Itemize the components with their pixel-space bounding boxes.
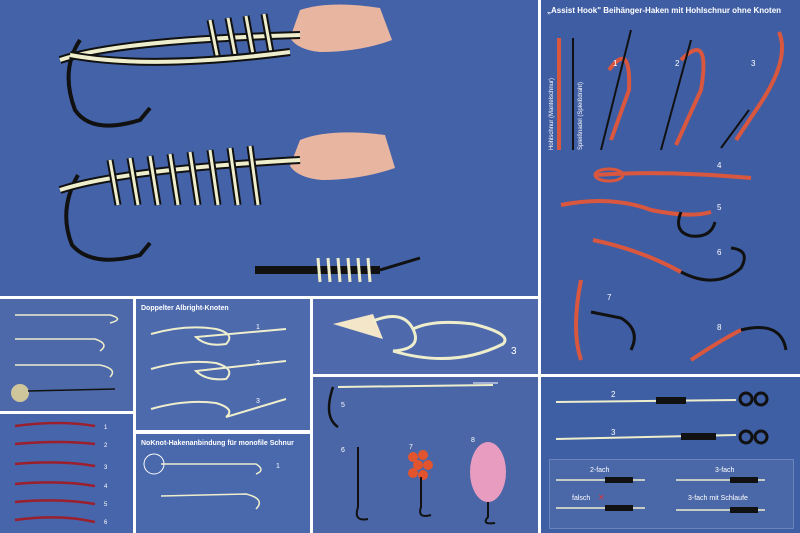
- label-spleissnadel: Spleißnadel (Spleißdraht): [578, 82, 584, 150]
- wrong-mark-icon: ✕: [598, 493, 605, 502]
- assist-step-2: 2: [675, 59, 680, 68]
- sleeve-variants-illustration: 2-fach 3-fach falsch ✕ 3-fach mit Schlau…: [556, 467, 765, 513]
- panel-noknot: NoKnot-Hakenanbindung für monofile Schnu…: [136, 434, 310, 533]
- assist-step-5: 5: [717, 203, 722, 212]
- red-rig-illustration: 1 2 3 4 5 6: [14, 421, 108, 526]
- lure-step-7: 7: [409, 444, 413, 451]
- assist-hook-title: „Assist Hook" Beihänger-Haken mit Hohlsc…: [547, 6, 782, 15]
- lure-step-8: 8: [471, 437, 475, 444]
- albright-title: Doppelter Albright-Knoten: [141, 305, 229, 312]
- assist-step-8: 8: [717, 323, 722, 332]
- lure-step-5: 5: [341, 402, 345, 409]
- noknot-illustration: 1: [143, 453, 280, 510]
- panel-assist-hook: „Assist Hook" Beihänger-Haken mit Hohlsc…: [541, 0, 800, 374]
- albright-illustration: 1 2 3: [150, 324, 287, 418]
- label-3-fach: 3-fach: [715, 467, 735, 474]
- red-step-5: 5: [104, 502, 108, 508]
- assist-step-3: 3: [751, 59, 756, 68]
- assist-step-7: 7: [607, 293, 612, 302]
- snell-knot-illustration: [58, 4, 421, 283]
- fly-knot-illustration: 3: [333, 314, 517, 360]
- panel-sleeve-rig: 2 3 2-fach 3-fach falsch ✕ 3-fach mit Sc…: [541, 377, 800, 533]
- noknot-title: NoKnot-Hakenanbindung für monofile Schnu…: [141, 440, 294, 447]
- red-step-4: 4: [104, 484, 108, 490]
- albright-step-1: 1: [256, 324, 260, 331]
- label-hohlschnur: Hohlschnur (Mantelschnur): [549, 78, 555, 150]
- panel-red-rig: 1 2 3 4 5 6: [0, 414, 133, 533]
- assist-step-6: 6: [717, 248, 722, 257]
- panel-loop-rigs: [0, 299, 133, 411]
- lure-rigs-illustration: 5 6 7 8: [327, 382, 506, 525]
- loop-rigs-illustration: [11, 314, 119, 402]
- panel-lure-rigs: 5 6 7 8: [313, 377, 538, 533]
- panel-snell-knot: [0, 0, 538, 296]
- panel-fly-knot: 3: [313, 299, 538, 374]
- sleeve-rig-illustration: 2 3: [555, 390, 769, 445]
- label-3-fach-schlaufe: 3-fach mit Schlaufe: [688, 495, 748, 502]
- sleeve-step-2: 2: [611, 390, 616, 399]
- sleeve-variants-box: 2-fach 3-fach falsch ✕ 3-fach mit Schlau…: [549, 459, 794, 529]
- noknot-step-1: 1: [276, 463, 280, 470]
- assist-hook-illustration: Hohlschnur (Mantelschnur) Spleißnadel (S…: [549, 29, 788, 362]
- panel-albright-knot: Doppelter Albright-Knoten 1 2 3: [136, 299, 310, 430]
- fly-step-3: 3: [511, 346, 517, 357]
- assist-step-1: 1: [613, 59, 618, 68]
- label-falsch: falsch: [572, 495, 590, 502]
- albright-step-2: 2: [256, 360, 260, 367]
- red-step-6: 6: [104, 520, 108, 526]
- albright-step-3: 3: [256, 398, 260, 405]
- red-step-1: 1: [104, 425, 108, 431]
- lure-step-6: 6: [341, 447, 345, 454]
- label-2-fach: 2-fach: [590, 467, 610, 474]
- assist-step-4: 4: [717, 161, 722, 170]
- sleeve-step-3: 3: [611, 428, 616, 437]
- red-step-2: 2: [104, 443, 108, 449]
- red-step-3: 3: [104, 465, 108, 471]
